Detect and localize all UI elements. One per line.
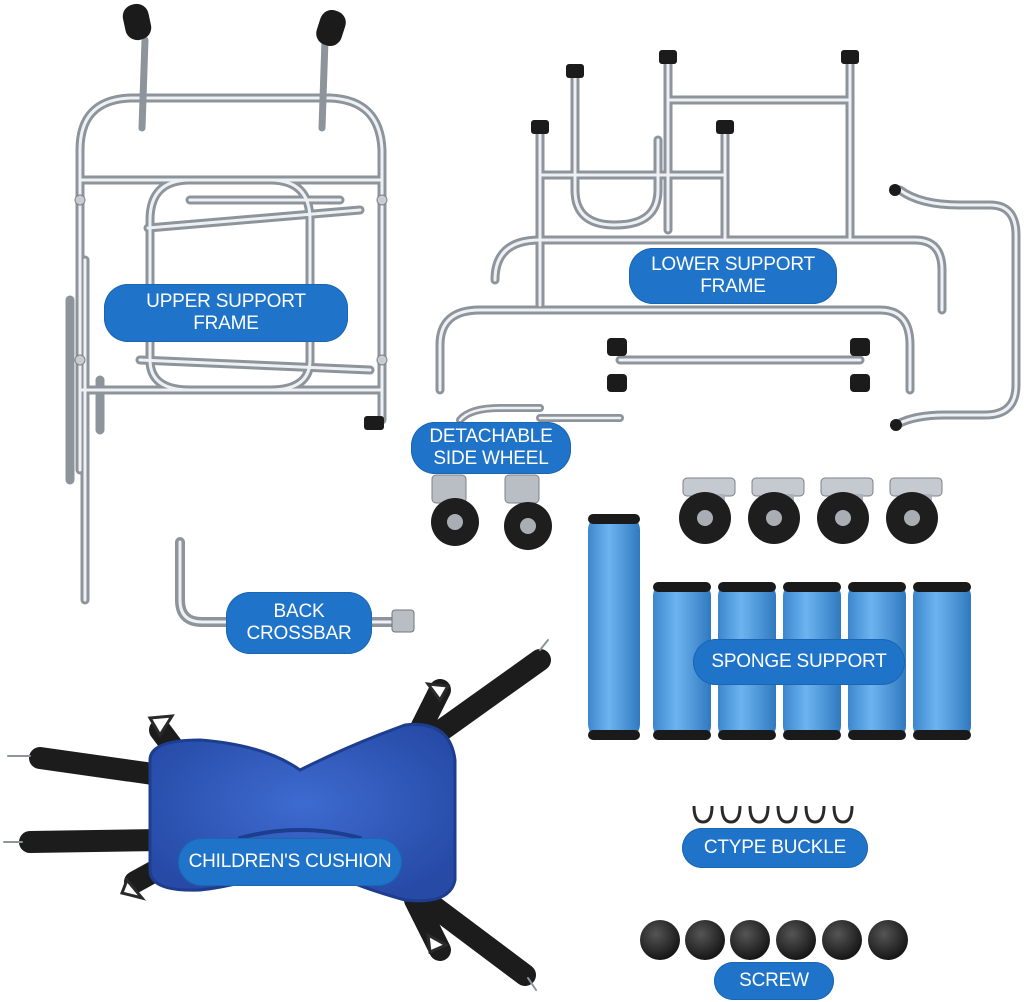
back-crossbar-icon bbox=[175, 537, 415, 633]
label-screw: SCREW bbox=[714, 962, 834, 1000]
label-ctype-buckle: CTYPE BUCKLE bbox=[682, 828, 868, 868]
screw-knob-icon bbox=[640, 920, 908, 960]
buckle-icon bbox=[692, 805, 854, 824]
label-back-crossbar: BACK CROSSBAR bbox=[226, 592, 372, 654]
label-sponge-support: SPONGE SUPPORT bbox=[693, 639, 905, 685]
label-lower-support-frame: LOWER SUPPORT FRAME bbox=[629, 248, 837, 304]
side-wheel-icon bbox=[431, 404, 624, 550]
caster-wheel-icon bbox=[679, 477, 943, 544]
cushion-icon bbox=[3, 639, 551, 991]
upper-frame-icon bbox=[65, 3, 388, 605]
label-upper-support-frame: UPPER SUPPORT FRAME bbox=[104, 284, 348, 342]
label-childrens-cushion: CHILDREN'S CUSHION bbox=[178, 838, 402, 886]
sponge-roll-icon bbox=[588, 514, 971, 740]
lower-frame-icon bbox=[435, 50, 1021, 431]
label-detachable-side-wheel: DETACHABLE SIDE WHEEL bbox=[411, 422, 571, 474]
